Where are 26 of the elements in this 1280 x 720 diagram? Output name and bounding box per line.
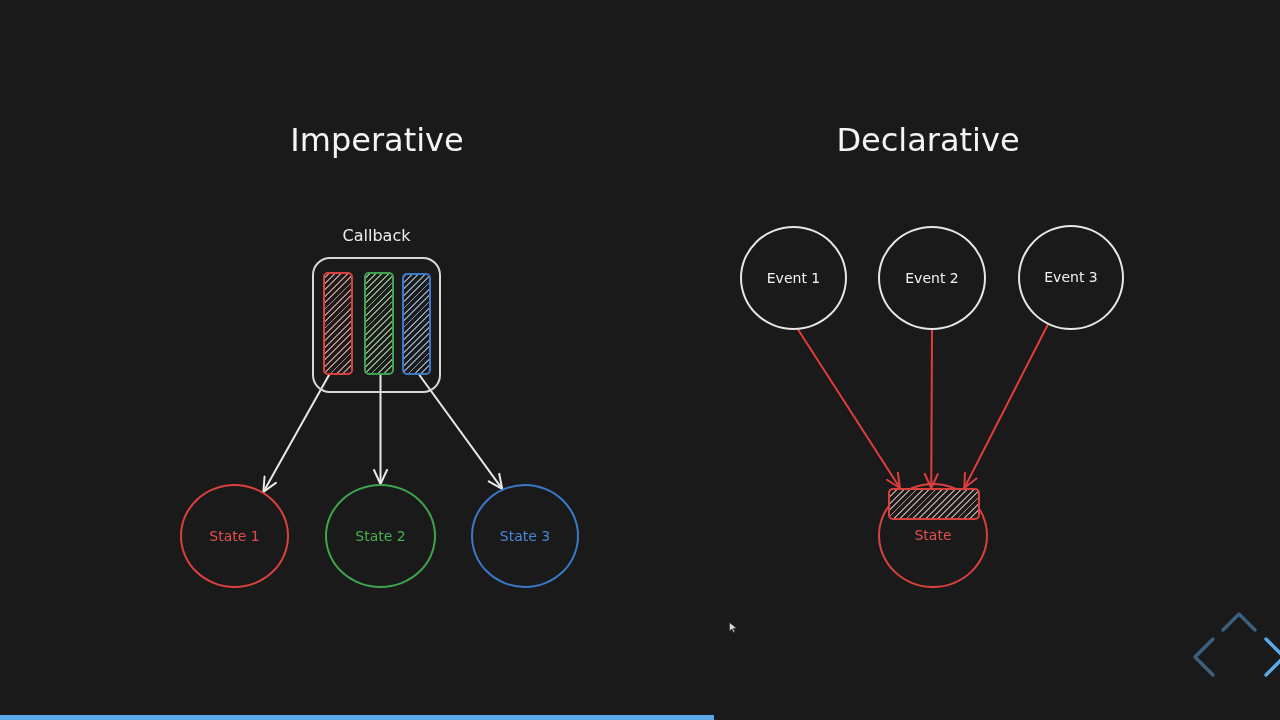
hatched-bar bbox=[323, 272, 353, 375]
arrow bbox=[797, 328, 901, 489]
state-circle bbox=[180, 484, 289, 588]
arrow bbox=[262, 374, 330, 493]
hatched-bar bbox=[364, 272, 394, 375]
node-label: Event 3 bbox=[1044, 269, 1098, 286]
section-title: Imperative bbox=[290, 121, 464, 160]
state-circle bbox=[325, 484, 436, 588]
section-title: Declarative bbox=[836, 121, 1020, 160]
node-label: State 2 bbox=[355, 527, 406, 545]
arrow bbox=[963, 323, 1049, 489]
event-circle bbox=[1018, 225, 1124, 330]
state-circle bbox=[878, 483, 988, 588]
node-label: State 1 bbox=[209, 527, 260, 545]
node-label: State 3 bbox=[499, 527, 551, 545]
node-label: Event 1 bbox=[766, 269, 821, 287]
arrow bbox=[418, 374, 504, 490]
hatched-bar bbox=[402, 273, 431, 375]
node-label: State bbox=[914, 527, 952, 544]
arrow bbox=[373, 374, 388, 485]
event-circle bbox=[740, 226, 847, 330]
event-circle bbox=[878, 226, 986, 330]
state-circle bbox=[471, 484, 579, 588]
arrow bbox=[923, 329, 939, 489]
node-label: Event 2 bbox=[905, 269, 959, 287]
box-heading: Callback bbox=[342, 226, 411, 246]
